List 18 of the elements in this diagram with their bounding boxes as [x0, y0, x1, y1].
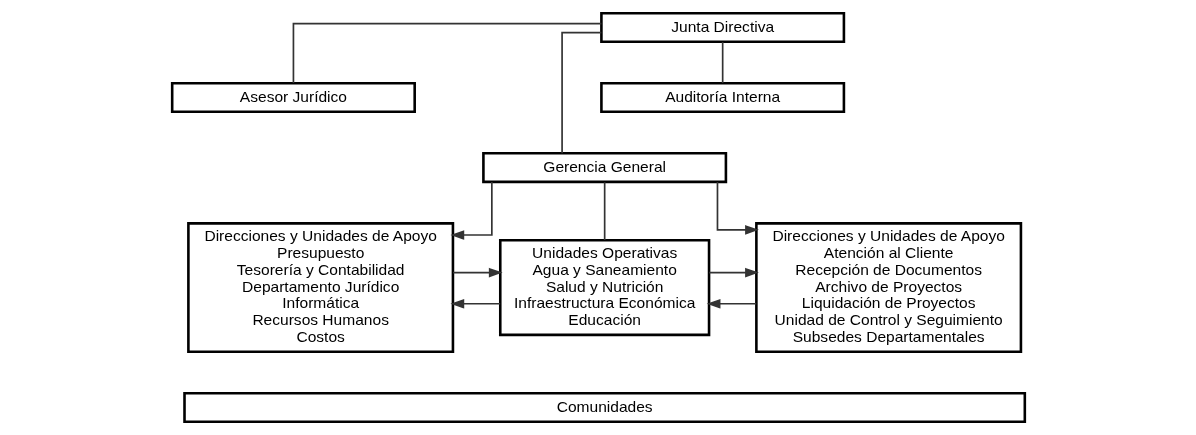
- connector: [292, 22, 602, 84]
- node-box: Asesor Jurídico: [170, 82, 416, 114]
- node-box: Gerencia General: [481, 152, 727, 184]
- node-box: Unidades Operativas Agua y Saneamiento Salud y Nutrición Infraestructura Económica Educación: [498, 238, 710, 337]
- node-box: Comunidades: [182, 391, 1026, 424]
- arrow: [716, 181, 759, 235]
- arrow: [707, 267, 759, 278]
- arrow: [449, 181, 493, 240]
- node-box: Junta Directiva: [599, 11, 845, 44]
- connector: [721, 41, 723, 84]
- node-box: Direcciones y Unidades de Apoyo Presupuesto Tesorería y Contabilidad Departamento Jurídico Informática Recursos Humanos Costos: [186, 222, 454, 353]
- arrow: [449, 298, 501, 309]
- node-box: Direcciones y Unidades de Apoyo Atención al Cliente Recepción de Documentos Archivo de Proyectos Liquidación de Proyectos Unidad de Control y Seguimiento Subsedes Departamentales: [754, 222, 1022, 353]
- connector: [560, 31, 602, 154]
- arrow: [706, 298, 757, 309]
- node-box: Auditoría Interna: [599, 82, 845, 114]
- connector: [603, 181, 605, 241]
- arrow: [451, 267, 503, 278]
